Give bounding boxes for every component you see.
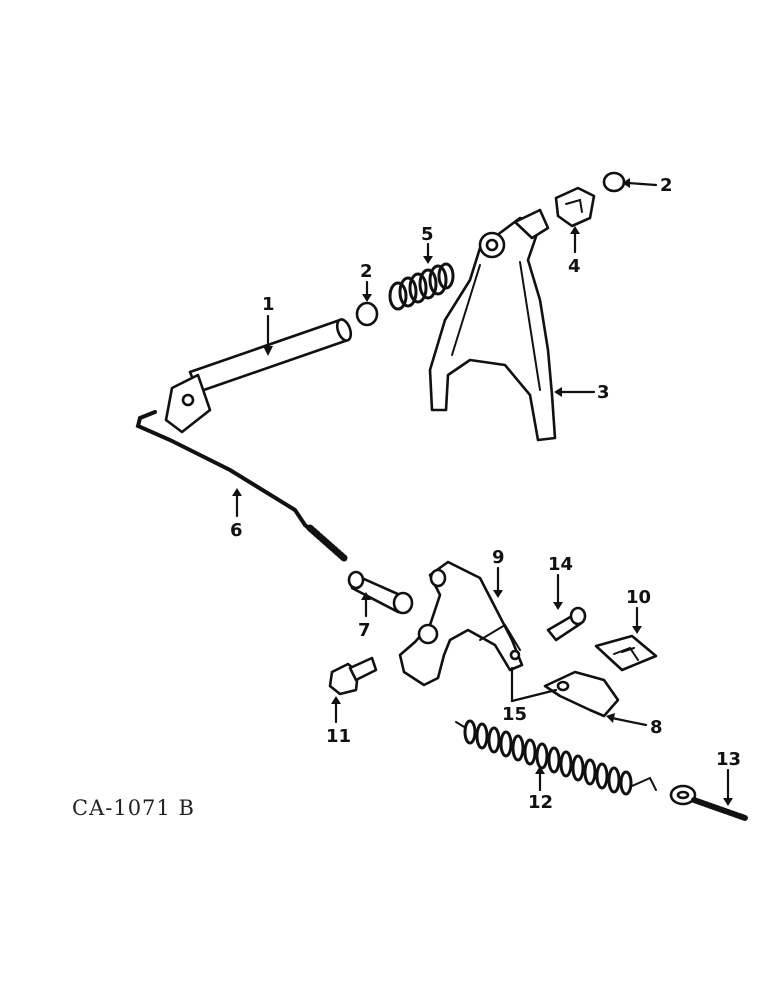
leader-lines [232, 178, 733, 806]
callout-3: 3 [597, 382, 610, 403]
part-14-pin [546, 606, 587, 642]
callout-13: 13 [716, 749, 741, 770]
part-7-pin [347, 570, 414, 615]
callout-8: 8 [650, 717, 663, 738]
callout-7: 7 [358, 620, 371, 641]
part-12-spring [455, 719, 657, 796]
figure-code: CA-1071 B [72, 796, 195, 820]
callout-2-right: 2 [660, 175, 673, 196]
part-10-plate [594, 634, 658, 672]
callout-11: 11 [326, 726, 351, 747]
part-8-latch [543, 670, 620, 718]
callout-1: 1 [262, 294, 275, 315]
callout-2-left: 2 [360, 261, 373, 282]
callout-12: 12 [528, 792, 553, 813]
callout-15: 15 [502, 704, 527, 725]
part-2-washer-left [355, 301, 379, 327]
part-11-bolt [328, 656, 378, 696]
part-9-lever [398, 560, 524, 687]
callout-4: 4 [568, 256, 581, 277]
part-5-spring [388, 262, 455, 311]
callout-labels: 1 2 2 3 4 5 6 7 8 9 10 11 12 13 14 15 [230, 175, 741, 813]
part-6-rod [135, 410, 348, 562]
callout-14: 14 [548, 554, 573, 575]
part-4-block [554, 186, 596, 228]
callout-6: 6 [230, 520, 243, 541]
callout-5: 5 [421, 224, 434, 245]
callout-9: 9 [492, 547, 505, 568]
part-13-eye-bolt [669, 784, 748, 821]
part-2-washer-right [602, 171, 626, 193]
callout-10: 10 [626, 587, 651, 608]
part-1-shaft [164, 318, 353, 434]
part-3-shift-fork [428, 208, 557, 442]
